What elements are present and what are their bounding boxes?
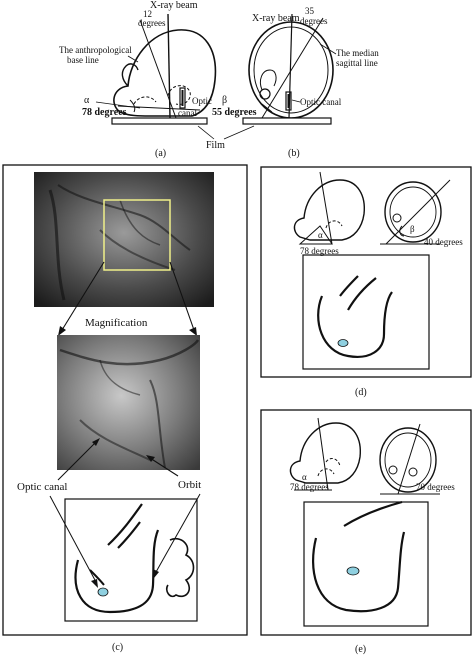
base-line-label-1: The anthropological <box>59 45 132 55</box>
beta-label-d: β <box>410 224 415 234</box>
panel-c-frame <box>2 164 248 636</box>
optic-canal-ellipse-e <box>346 566 360 576</box>
angle-12: 12 <box>143 9 152 19</box>
skull-lateral-e <box>289 422 361 484</box>
film-label: Film <box>206 140 225 151</box>
panel-d-frame <box>260 166 472 378</box>
base-line-label-2: base line <box>67 55 99 65</box>
film-plate-b <box>242 117 332 125</box>
alpha-label-a: α <box>84 95 90 106</box>
orbit-outline-c <box>74 529 160 614</box>
skull-axial-e <box>379 427 437 493</box>
angle-right-d: 40 degrees <box>424 237 463 247</box>
optic-canal-ellipse-d <box>337 339 349 347</box>
optic-canal-marker-b <box>285 91 292 111</box>
roi-box <box>103 199 171 271</box>
panel-d: α 78 degrees β 40 degrees (d) <box>260 166 472 398</box>
optic-canal-label-b: Optic canal <box>300 97 342 107</box>
alpha-value-a: 78 degrees <box>82 107 127 118</box>
orbit-outline-d <box>317 291 393 358</box>
angle-35: 35 <box>305 6 315 16</box>
xray-image <box>34 172 214 307</box>
caption-a: (a) <box>155 148 166 159</box>
orbit-label-c: Orbit <box>178 479 201 491</box>
sagittal-label-2: sagittal line <box>336 58 378 68</box>
schematic-frame-d <box>302 254 430 370</box>
angle-left-d: 78 degrees <box>300 246 339 256</box>
sagittal-line <box>261 17 324 119</box>
xray-beam-line <box>167 13 171 119</box>
panel-c: Magnification Optic canal Orbit (c) <box>2 164 248 653</box>
angle-wedge-d <box>298 225 333 245</box>
panel-a: X-ray beam 12 degrees The anthropologica… <box>59 0 217 159</box>
alpha-label-d: α <box>318 230 323 240</box>
angle-left-e: 78 degrees <box>290 482 329 492</box>
beam-angle-line <box>139 19 177 119</box>
face-profile <box>121 63 139 87</box>
xray-beam-label: X-ray beam <box>150 0 198 11</box>
sagittal-label-1: The median <box>336 48 379 58</box>
panel-b: X-ray beam 35 degrees The median sagitta… <box>212 6 379 159</box>
skull-axial-d <box>384 181 442 243</box>
optic-canal-ellipse-c <box>97 587 109 597</box>
alpha-label-e: α <box>302 472 307 482</box>
panel-e: α 78 degrees 70 degrees (e) <box>260 409 472 655</box>
orbit-outline-e <box>312 531 406 613</box>
optic-canal-label-a-1: Optic <box>192 96 212 106</box>
film-plate-a <box>111 117 208 125</box>
caption-b: (b) <box>288 148 300 159</box>
schematic-frame-e <box>303 501 429 627</box>
caption-e: (e) <box>355 644 366 655</box>
angle-right-e: 70 degrees <box>416 482 455 492</box>
optic-canal-marker <box>179 87 186 109</box>
optic-canal-label-a-2: canal <box>178 108 197 118</box>
beta-label-b: β <box>222 95 227 106</box>
caption-d: (d) <box>355 387 367 398</box>
caption-c: (c) <box>112 642 123 653</box>
xray-beam-label-b: X-ray beam <box>252 13 300 24</box>
magnification-label: Magnification <box>85 317 148 329</box>
schematic-frame-c <box>64 498 198 622</box>
angle-12-unit: degrees <box>138 18 166 28</box>
beta-value-b: 55 degrees <box>212 107 257 118</box>
angle-35-unit: degrees <box>300 16 328 26</box>
optic-canal-label-c: Optic canal <box>17 481 67 493</box>
orbit-circle-b <box>259 88 271 100</box>
skull-lateral-d <box>293 179 365 241</box>
panel-e-frame <box>260 409 472 636</box>
xray-beam-line-b <box>288 13 293 119</box>
orbit-dashed <box>167 85 191 105</box>
jaw-dashed <box>133 96 157 105</box>
